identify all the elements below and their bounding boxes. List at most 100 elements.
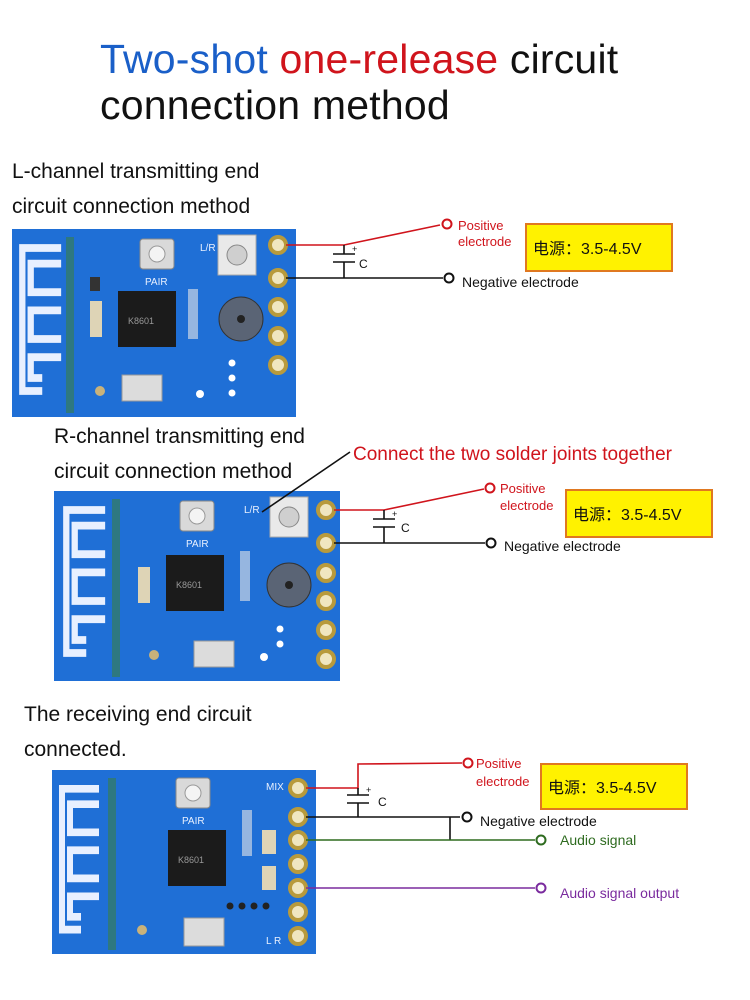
solder-pad bbox=[137, 925, 147, 935]
pair-button-cap bbox=[188, 507, 206, 525]
positive-terminal bbox=[441, 218, 453, 230]
solder-pad bbox=[95, 386, 105, 396]
capacitor-label: C bbox=[378, 795, 387, 809]
section-1-label-line1: L-channel transmitting end bbox=[12, 160, 260, 183]
pcb-board bbox=[52, 770, 316, 954]
title-part-3: circuit bbox=[509, 36, 619, 82]
pin-negative bbox=[288, 807, 308, 827]
negative-label: Negative electrode bbox=[462, 274, 579, 290]
audio-output-terminal bbox=[535, 882, 547, 894]
title-part-2: one-release bbox=[279, 36, 499, 82]
pair-button bbox=[179, 500, 215, 532]
pcb-board bbox=[54, 491, 340, 681]
led bbox=[260, 653, 268, 661]
section-3-pins bbox=[288, 778, 308, 946]
positive-label-line2: electrode bbox=[500, 498, 553, 513]
microphone bbox=[266, 562, 312, 608]
microphone-hole bbox=[285, 581, 293, 589]
pcb-edge-strip bbox=[108, 778, 116, 950]
negative-terminal bbox=[443, 272, 455, 284]
pin-positive bbox=[316, 500, 336, 520]
pcb-edge-strip bbox=[66, 237, 74, 413]
pcb-edge-strip bbox=[112, 499, 120, 677]
microphone-hole bbox=[237, 315, 245, 323]
potentiometer bbox=[217, 234, 257, 276]
section-2-wiring: Connect the two solder joints together +… bbox=[261, 444, 713, 554]
pin bbox=[268, 355, 288, 375]
smd-component bbox=[240, 551, 250, 601]
power-box bbox=[565, 489, 713, 538]
negative-terminal bbox=[485, 537, 497, 549]
pin-audio-output bbox=[288, 878, 308, 898]
potentiometer-knob bbox=[226, 244, 248, 266]
capacitor-plus: + bbox=[352, 244, 357, 254]
positive-wire bbox=[286, 224, 441, 246]
pin bbox=[268, 297, 288, 317]
via-hole bbox=[228, 359, 236, 367]
pair-button-cap bbox=[148, 245, 166, 263]
positive-label-line2: electrode bbox=[476, 774, 529, 789]
board-text-pair: PAIR bbox=[186, 539, 209, 550]
audio-signal-label: Audio signal bbox=[560, 832, 636, 848]
pin bbox=[268, 326, 288, 346]
via-hole bbox=[262, 902, 270, 910]
section-2-label: R-channel transmitting end circuit conne… bbox=[54, 419, 305, 489]
smd-component bbox=[262, 830, 276, 854]
chip bbox=[166, 555, 224, 611]
smd-component bbox=[138, 567, 150, 603]
positive-label-line1: Positive bbox=[458, 218, 504, 233]
positive-label-line1: Positive bbox=[500, 481, 546, 496]
positive-label-line1: Positive bbox=[476, 756, 522, 771]
power-box bbox=[525, 223, 673, 272]
negative-terminal bbox=[461, 811, 473, 823]
pin bbox=[288, 926, 308, 946]
pin bbox=[288, 854, 308, 874]
chip bbox=[118, 291, 176, 347]
antenna-trace bbox=[62, 789, 96, 930]
chip-label: K8601 bbox=[176, 580, 202, 590]
solder-pad bbox=[149, 650, 159, 660]
pin bbox=[288, 902, 308, 922]
board-text-lr: L/R bbox=[200, 243, 216, 254]
section-2-label-line1: R-channel transmitting end bbox=[54, 425, 305, 448]
positive-terminal bbox=[484, 482, 496, 494]
chip-label: K8601 bbox=[178, 855, 204, 865]
via-hole bbox=[228, 374, 236, 382]
pin-negative bbox=[268, 268, 288, 288]
pair-button bbox=[139, 238, 175, 270]
section-1-pins bbox=[268, 235, 288, 375]
negative-label: Negative electrode bbox=[480, 813, 597, 829]
section-3-label-line2: connected. bbox=[24, 738, 127, 761]
section-3-wiring: + C Positive electrode Negative electrod… bbox=[306, 756, 688, 901]
capacitor-label: C bbox=[359, 257, 368, 271]
section-2-board: PAIR L/R K8601 bbox=[54, 491, 340, 681]
negative-label: Negative electrode bbox=[504, 538, 621, 554]
via-hole bbox=[238, 902, 246, 910]
capacitor-symbol bbox=[347, 788, 369, 817]
chip bbox=[168, 830, 226, 886]
via-hole bbox=[228, 389, 236, 397]
section-3-board: PAIR MIX L R K8601 bbox=[52, 770, 316, 954]
capacitor-label: C bbox=[401, 521, 410, 535]
antenna-trace bbox=[66, 510, 102, 653]
pin-positive bbox=[288, 778, 308, 798]
board-text-pair: PAIR bbox=[145, 277, 168, 288]
potentiometer bbox=[269, 496, 309, 538]
section-3-label: The receiving end circuit connected. bbox=[24, 697, 252, 767]
section-1-label: L-channel transmitting end circuit conne… bbox=[12, 154, 259, 224]
pin bbox=[316, 649, 336, 669]
title-part-1: Two-shot bbox=[100, 36, 268, 82]
crystal bbox=[121, 374, 163, 402]
chip-label: K8601 bbox=[128, 316, 154, 326]
positive-wire bbox=[306, 762, 463, 789]
capacitor-plus: + bbox=[366, 785, 371, 795]
pcb-board bbox=[12, 229, 296, 417]
board-text-lr: L R bbox=[266, 936, 281, 947]
section-1-label-line2: circuit connection method bbox=[12, 195, 251, 218]
pin-positive bbox=[268, 235, 288, 255]
board-text-lr: L/R bbox=[244, 505, 260, 516]
positive-wire bbox=[334, 488, 485, 511]
title-part-4: connection method bbox=[100, 82, 450, 128]
power-label: 电源：3.5-4.5V bbox=[548, 779, 657, 797]
